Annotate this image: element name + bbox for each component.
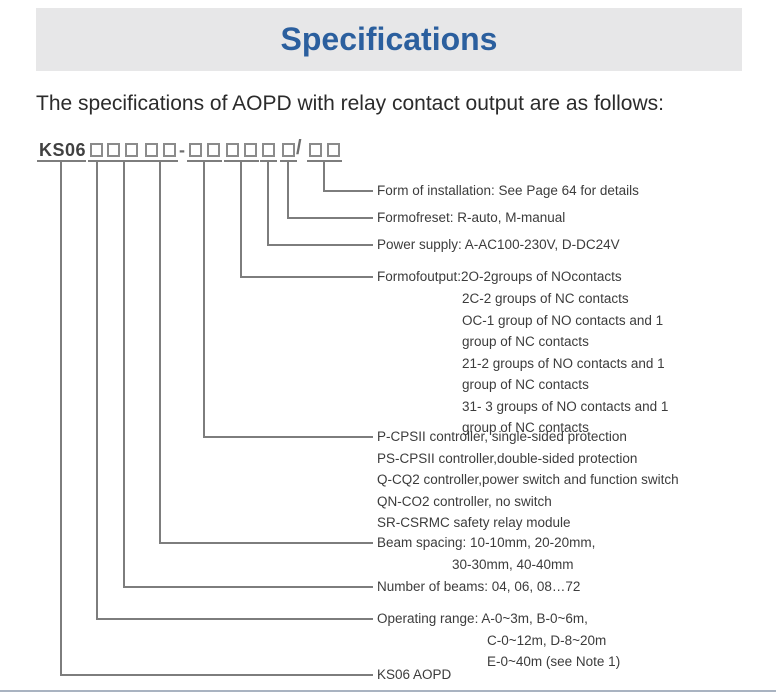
connector-line-beams xyxy=(123,162,373,588)
code-box xyxy=(90,143,103,157)
callout-product: KS06 AOPD xyxy=(377,667,452,682)
output-option-line: group of NC contacts xyxy=(462,334,589,349)
group-underline-spacing xyxy=(143,160,178,162)
output-option-line: 2C-2 groups of NC contacts xyxy=(462,291,629,306)
group-underline-reset xyxy=(280,160,297,162)
code-box xyxy=(107,143,120,157)
connector-line-output xyxy=(240,162,373,278)
model-code-slash: / xyxy=(296,137,302,159)
output-option-line: group of NC contacts xyxy=(462,420,589,435)
group-underline-beams xyxy=(105,160,144,162)
group-underline-installation xyxy=(307,160,342,162)
callout-controller-options: P-CPSII controller, single-sided protect… xyxy=(377,426,679,534)
controller-option-line: P-CPSII controller, single-sided protect… xyxy=(377,429,627,444)
footer-divider xyxy=(0,690,776,692)
code-box xyxy=(282,143,295,157)
callout-beam-spacing-line1: Beam spacing: 10-10mm, 20-20mm, xyxy=(377,535,596,550)
callout-operating-range-line3: E-0~40m (see Note 1) xyxy=(487,654,621,669)
callout-reset: Formofreset: R-auto, M-manual xyxy=(377,210,566,225)
code-box xyxy=(327,143,340,157)
code-box xyxy=(145,143,158,157)
group-underline-prefix xyxy=(37,160,86,162)
page-title: Specifications xyxy=(280,21,498,57)
code-box xyxy=(226,143,239,157)
connector-line-product xyxy=(60,162,373,676)
callout-number-of-beams: Number of beams: 04, 06, 08…72 xyxy=(377,579,581,594)
controller-option-line: PS-CPSII controller,double-sided protect… xyxy=(377,450,638,466)
output-option-line: 31- 3 groups of NO contacts and 1 xyxy=(462,398,669,414)
group-underline-controller xyxy=(187,160,222,162)
controller-option-line: Q-CQ2 controller,power switch and functi… xyxy=(377,472,679,487)
connector-line-controller xyxy=(203,162,373,438)
callout-output-title: Formofoutput:2O-2groups of NOcontacts xyxy=(377,269,622,284)
code-box xyxy=(244,143,257,157)
code-box xyxy=(309,143,322,157)
callout-installation: Form of installation: See Page 64 for de… xyxy=(377,183,639,198)
output-option-line: 21-2 groups of NO contacts and 1 xyxy=(462,355,665,371)
intro-text: The specifications of AOPD with relay co… xyxy=(36,92,664,115)
callout-operating-range-line1: Operating range: A-0~3m, B-0~6m, xyxy=(377,611,588,626)
code-box xyxy=(125,143,138,157)
callout-operating-range-line2: C-0~12m, D-8~20m xyxy=(487,633,607,648)
code-box xyxy=(163,143,176,157)
controller-option-line: SR-CSRMC safety relay module xyxy=(377,515,571,530)
group-underline-output xyxy=(224,160,259,162)
connector-line-spacing xyxy=(159,162,373,544)
callout-output-options: 2C-2 groups of NC contacts OC-1 group of… xyxy=(462,288,668,439)
callout-power: Power supply: A-AC100-230V, D-DC24V xyxy=(377,237,620,252)
model-code-dash: - xyxy=(179,140,185,160)
group-underline-power xyxy=(260,160,277,162)
connector-line-reset xyxy=(287,162,373,219)
controller-option-line: QN-CO2 controller, no switch xyxy=(377,493,552,509)
connector-line-installation xyxy=(323,162,373,192)
model-code-prefix: KS06 xyxy=(39,140,87,160)
code-box xyxy=(262,143,275,157)
output-option-line: OC-1 group of NO contacts and 1 xyxy=(462,312,664,328)
callout-beam-spacing-line2: 30-30mm, 40-40mm xyxy=(452,557,574,572)
output-option-line: group of NC contacts xyxy=(462,377,589,392)
connector-line-power xyxy=(267,162,373,246)
section-header-bar: Specifications xyxy=(36,8,742,71)
group-underline-range xyxy=(88,160,105,162)
code-box xyxy=(207,143,220,157)
code-box xyxy=(189,143,202,157)
connector-line-range xyxy=(96,162,373,620)
